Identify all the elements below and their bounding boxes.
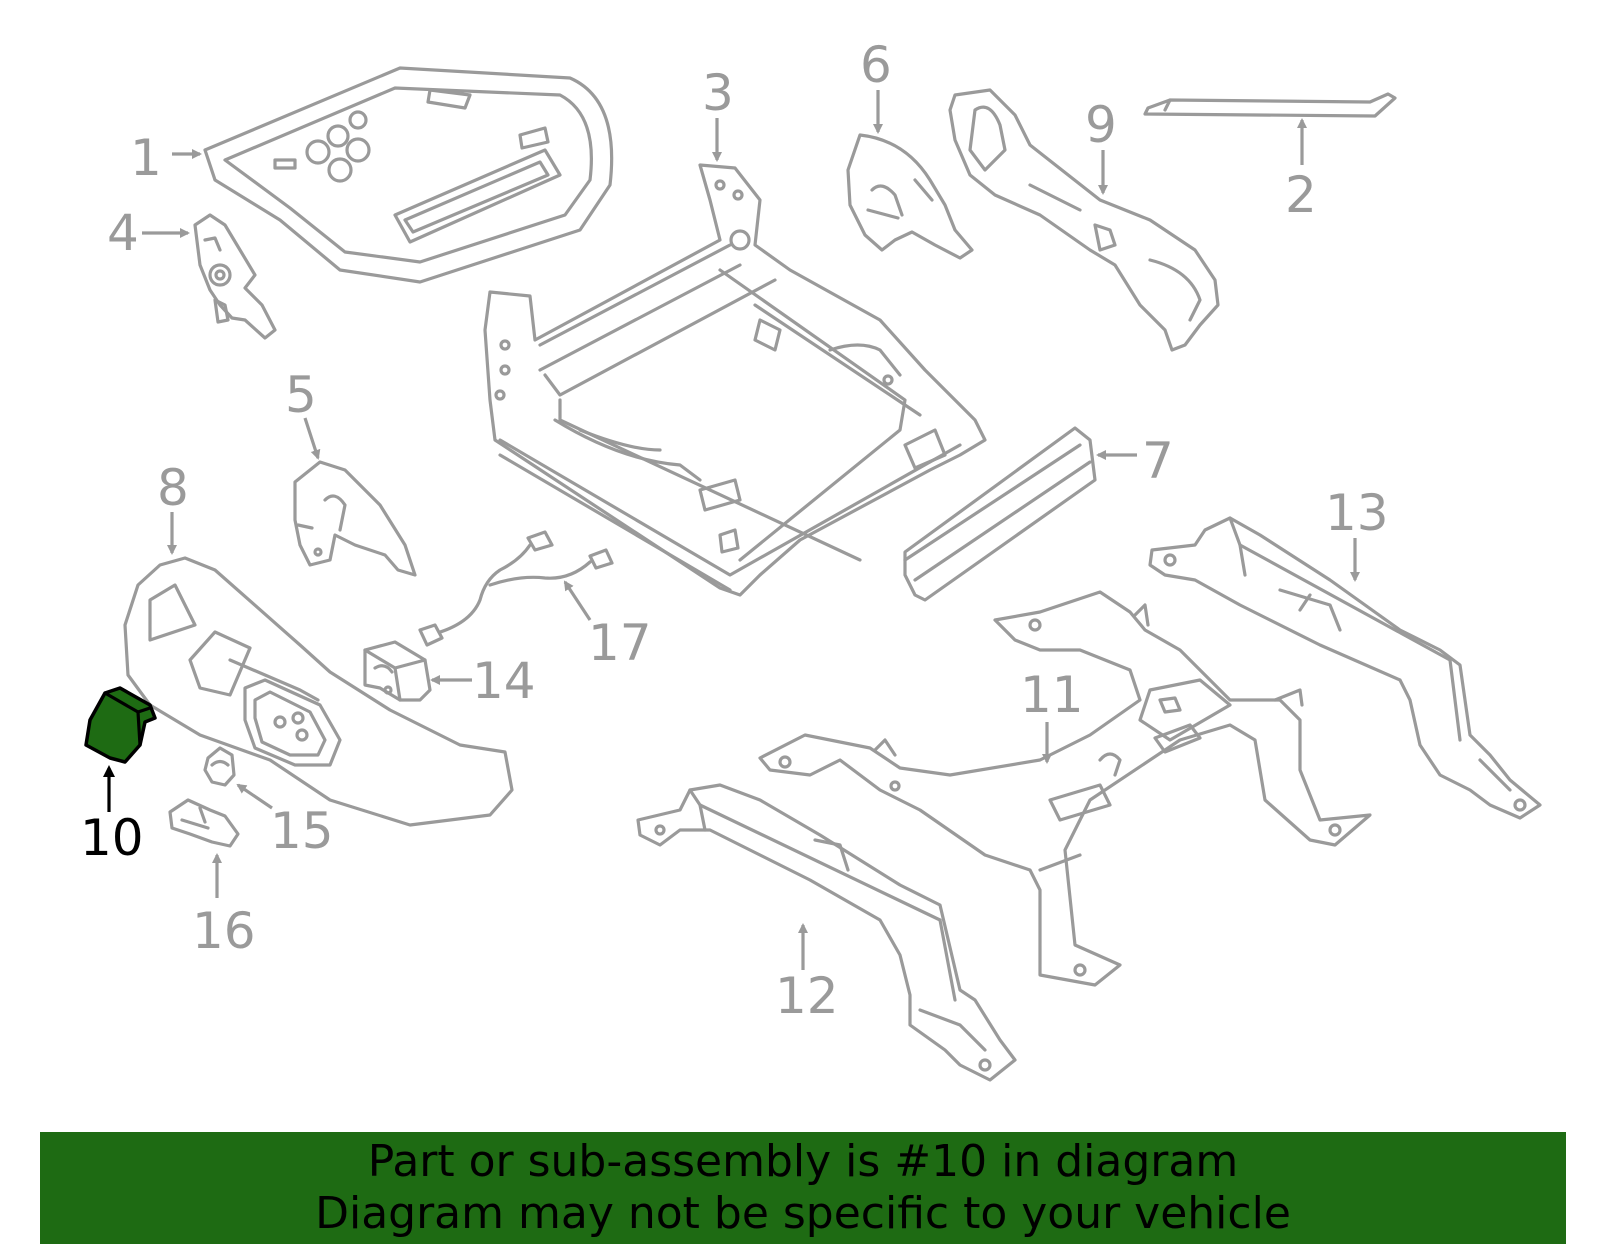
part-12-track-rail[interactable] [636,783,1017,1082]
callout-6: 6 [860,36,892,94]
arrow-5 [303,417,321,460]
callout-10: 10 [80,809,144,867]
callout-8: 8 [157,459,189,517]
callout-13: 13 [1325,484,1389,542]
callout-arrows [103,90,1360,970]
callout-14: 14 [472,652,536,710]
banner-disclaimer-line: Diagram may not be specific to your vehi… [315,1188,1291,1239]
callout-9: 9 [1085,96,1117,154]
part-16-button[interactable] [168,798,240,848]
part-17-harness[interactable] [418,530,614,647]
part-14-bracket[interactable] [363,640,432,702]
callout-12: 12 [775,967,839,1025]
callout-5: 5 [285,366,317,424]
part-1-cushion-pan[interactable] [203,66,614,284]
part-13-track-rail[interactable] [1148,516,1542,820]
info-banner: Part or sub-assembly is #10 in diagram D… [40,1132,1566,1244]
callout-labels: 1 2 3 4 5 6 7 8 9 10 11 12 13 14 15 16 1… [80,36,1389,1025]
part-9-outer-trim[interactable] [948,88,1220,352]
callout-16: 16 [192,902,256,960]
callout-3: 3 [702,64,734,122]
callout-2: 2 [1285,166,1317,224]
part-4-recliner-bracket[interactable] [193,213,277,340]
part-15-clip[interactable] [203,746,236,787]
callout-17: 17 [588,614,652,672]
part-11-lower-track[interactable] [758,590,1372,987]
part-10-highlighted[interactable] [84,686,157,764]
callout-15: 15 [270,802,334,860]
part-8-side-trim[interactable] [123,556,514,827]
part-2-trim-strip[interactable] [1143,92,1397,118]
part-7-cross-member[interactable] [903,426,1097,602]
banner-part-line: Part or sub-assembly is #10 in diagram [367,1136,1239,1187]
callout-1: 1 [130,129,162,187]
arrow-15 [236,783,273,810]
arrow-17 [563,580,592,621]
callout-11: 11 [1020,666,1084,724]
part-6-side-shield[interactable] [846,133,974,260]
callout-4: 4 [107,204,139,262]
part-5-side-shield[interactable] [293,460,417,577]
part-3-seat-frame[interactable] [483,163,987,597]
callout-7: 7 [1142,432,1174,490]
